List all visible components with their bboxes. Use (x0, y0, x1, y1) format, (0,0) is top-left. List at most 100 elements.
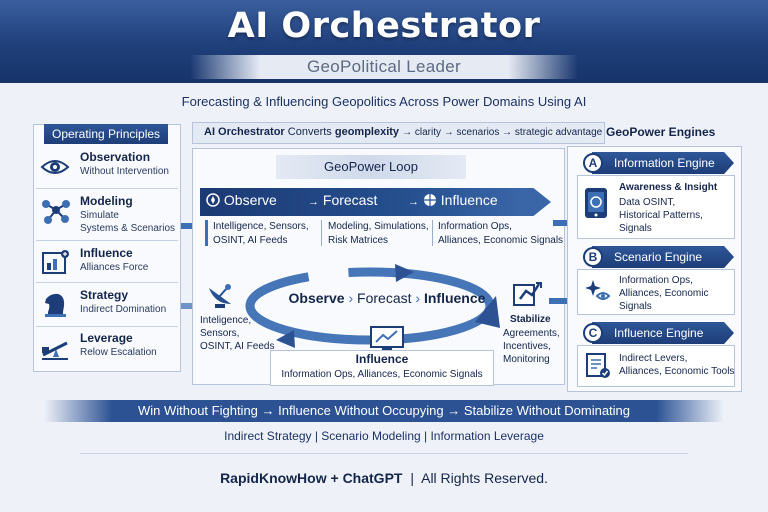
step-divider (321, 220, 322, 246)
globe-icon (423, 194, 436, 206)
engine-a-header: Information Engine (592, 152, 734, 174)
engine-line: Data OSINT, (619, 197, 676, 208)
detail-line: Intelligence, Sensors, (213, 221, 309, 232)
engine-b-lines: Information Ops, Alliances, Economic Sig… (619, 274, 708, 313)
principle-strategy: Strategy Indirect Domination (36, 288, 178, 322)
detail-line: Information Ops, (438, 221, 512, 232)
cycle-observe: Observe (288, 290, 345, 306)
statement-chain: → clarity → scenarios → strategic advant… (402, 127, 603, 138)
eye-icon (40, 160, 70, 174)
note-line: OSINT, AI Feeds (200, 341, 275, 352)
footer-rights: All Rights Reserved. (421, 470, 548, 486)
engine-b-card (577, 269, 735, 315)
statement-keyword: geomplexity (334, 126, 400, 138)
step-divider (432, 220, 433, 246)
engine-line: Signals (619, 223, 652, 234)
chess-knight-icon (45, 293, 66, 317)
engine-name: Influence Engine (614, 326, 704, 340)
detail-line: Alliances, Economic Signals (438, 235, 564, 246)
engine-name: Scenario Engine (614, 250, 703, 264)
page-subtitle: GeoPolitical Leader (306, 57, 462, 76)
cycle-right-note: Agreements, Incentives, Monitoring (503, 327, 560, 366)
tagline: Forecasting & Influencing Geopolitics Ac… (181, 94, 587, 109)
engine-b-badge: B (583, 247, 603, 267)
principle-influence: Influence Alliances Force (36, 246, 178, 280)
note-line: Inteligence, (200, 315, 252, 326)
loop-steps-arrow (200, 188, 551, 216)
engine-a-badge: A (583, 153, 603, 173)
cycle-influence: Influence (423, 290, 486, 306)
note-line: Incentives, (503, 341, 551, 352)
principle-desc: Relow Escalation (80, 347, 157, 358)
loop-step-observe: Observe (206, 192, 277, 208)
engine-line: Alliances, Economic (619, 288, 709, 299)
engine-b-header: Scenario Engine (592, 246, 734, 268)
loop-title: GeoPower Loop (276, 155, 466, 179)
principle-title: Strategy (80, 288, 129, 302)
divider (36, 240, 178, 241)
chart-board-icon (42, 250, 69, 274)
divider (36, 326, 178, 327)
loop-step-forecast: → Forecast (308, 192, 378, 208)
principle-modeling: Modeling Simulate Systems & Scenarios (36, 194, 178, 236)
principles-banner: Win Without Fighting → Influence Without… (44, 400, 724, 422)
note-line: Agreements, (503, 328, 560, 339)
principle-title: Observation (80, 150, 151, 164)
satellite-dish-icon (209, 284, 231, 308)
cycle-label: Observe › Forecast › Influence (288, 290, 486, 306)
principle-title: Leverage (80, 331, 133, 345)
footer-brand: RapidKnowHow + ChatGPT (220, 470, 403, 486)
cycle-right-title: Stabilize (510, 314, 551, 325)
pillars-line: Indirect Strategy | Scenario Modeling | … (224, 429, 544, 443)
hand-shield-icon (513, 282, 542, 306)
principle-observation: Observation Without Intervention (36, 150, 178, 184)
engine-c-header: Influence Engine (592, 322, 734, 344)
principle-desc: Indirect Domination (80, 304, 167, 315)
detail-line: Modeling, Simulations, (328, 221, 429, 232)
principle-desc-line2: Systems & Scenarios (80, 223, 176, 234)
note-line: Sensors, (200, 328, 240, 339)
orchestrator-bar (192, 122, 605, 144)
page-title: AI Orchestrator (227, 6, 541, 46)
subtitle-band (190, 55, 578, 79)
loop-step-label: Forecast (322, 192, 378, 208)
compass-icon (206, 193, 220, 207)
engine-line: Alliances, Economic Tools (619, 366, 735, 377)
statement-verb: Converts (287, 126, 332, 138)
statement-prefix: AI Orchestrator (204, 126, 285, 138)
detail-line: OSINT, AI Feeds (213, 235, 288, 246)
principle-desc-line1: Simulate (80, 210, 119, 221)
lever-icon (42, 341, 68, 360)
cycle-bottom-note: Information Ops, Alliances, Economic Sig… (281, 369, 483, 380)
detail-line: Risk Matrices (328, 235, 389, 246)
principle-title: Modeling (80, 194, 133, 208)
footer-separator: | (410, 470, 414, 486)
principle-title: Influence (80, 246, 133, 260)
principle-desc: Without Intervention (80, 166, 169, 177)
cycle-bottom-box (270, 350, 494, 386)
network-icon (42, 200, 70, 224)
engine-line: Historical Patterns, (619, 210, 703, 221)
loop-step-label: Influence (440, 192, 498, 208)
engine-c-badge: C (583, 323, 603, 343)
footer: RapidKnowHow + ChatGPT | All Rights Rese… (0, 470, 768, 486)
divider (36, 188, 178, 189)
engine-name: Information Engine (614, 156, 715, 170)
sparkle-eye-icon (585, 280, 611, 300)
engine-line: Signals (619, 301, 652, 312)
engine-a-title: Awareness & Insight (619, 182, 718, 193)
observe-detail: Intelligence, Sensors, OSINT, AI Feeds (213, 220, 309, 248)
forecast-detail: Modeling, Simulations, Risk Matrices (328, 220, 429, 248)
loop-step-label: Observe (223, 192, 277, 208)
header-band: AI Orchestrator GeoPolitical Leader (0, 0, 768, 83)
cycle-left-note: Inteligence, Sensors, OSINT, AI Feeds (200, 314, 274, 353)
divider (36, 282, 178, 283)
engine-c-lines: Indirect Levers, Alliances, Economic Too… (619, 352, 734, 378)
tablet-icon (585, 188, 607, 218)
principle-leverage: Leverage Relow Escalation (36, 331, 178, 365)
principles-heading: Operating Principles (44, 124, 169, 144)
cycle-forecast: Forecast (357, 290, 412, 306)
influence-detail: Information Ops, Alliances, Economic Sig… (438, 220, 563, 248)
step-divider (205, 220, 208, 246)
cycle-bottom-title: Influence (355, 352, 409, 366)
